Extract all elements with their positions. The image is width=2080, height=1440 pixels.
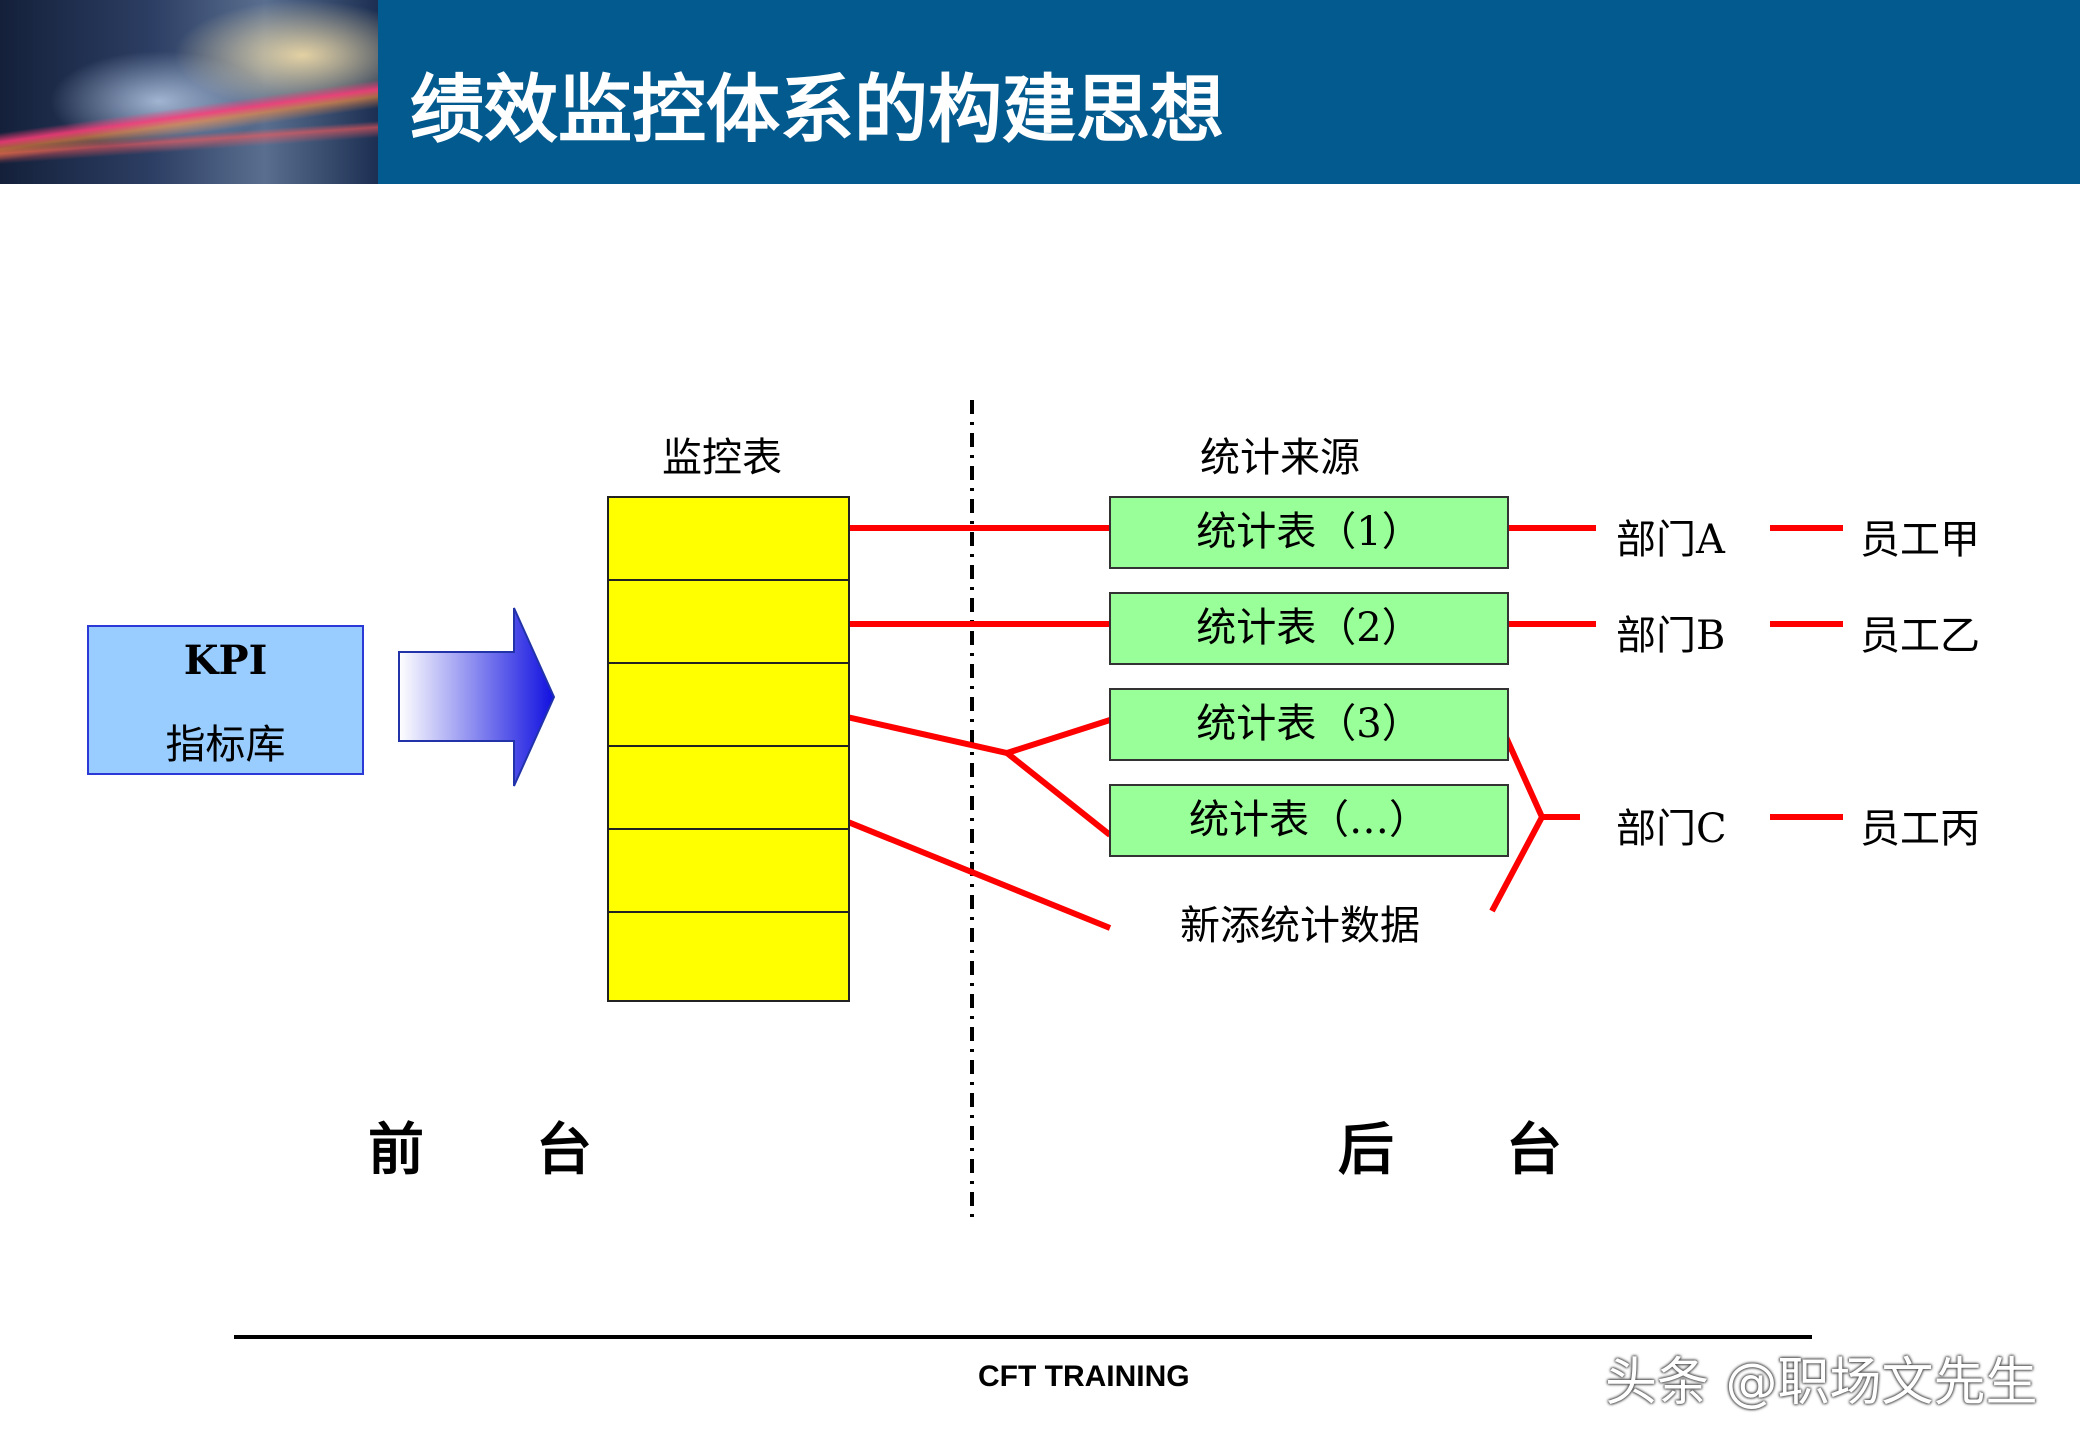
arrow-stat-more-merge — [1007, 753, 1110, 835]
watermark: 头条 @职场文先生 — [1605, 1340, 2038, 1415]
monitor-table-label: 监控表 — [662, 425, 782, 483]
stat-table-more: 统计表（…） — [1109, 784, 1509, 857]
monitor-row — [609, 747, 848, 830]
monitor-row — [609, 664, 848, 747]
employee-c: 员工丙 — [1860, 796, 1980, 854]
stat-table-2: 统计表（2） — [1109, 592, 1509, 665]
kpi-library-box: KPI 指标库 — [87, 625, 364, 775]
front-stage-label: 前 台 — [368, 1105, 592, 1186]
new-data-label: 新添统计数据 — [1180, 893, 1420, 951]
employee-b: 员工乙 — [1860, 603, 1980, 661]
monitor-row — [609, 830, 848, 913]
monitor-row — [609, 498, 848, 581]
stat-table-3: 统计表（3） — [1109, 688, 1509, 761]
monitor-row — [609, 581, 848, 664]
monitor-table — [607, 496, 850, 1002]
kpi-sublabel: 指标库 — [89, 712, 362, 770]
kpi-to-monitor-arrow — [399, 608, 554, 786]
employee-a: 员工甲 — [1860, 507, 1980, 565]
dept-a: 部门A — [1616, 507, 1725, 565]
kpi-label: KPI — [89, 637, 362, 684]
footer-text: CFT TRAINING — [978, 1360, 1190, 1394]
dept-c: 部门C — [1616, 796, 1727, 854]
stat-table-1: 统计表（1） — [1109, 496, 1509, 569]
monitor-row — [609, 913, 848, 999]
back-stage-label: 后 台 — [1338, 1105, 1562, 1186]
dept-b: 部门B — [1616, 603, 1725, 661]
source-label: 统计来源 — [1200, 425, 1360, 483]
footer-divider — [234, 1335, 1812, 1339]
